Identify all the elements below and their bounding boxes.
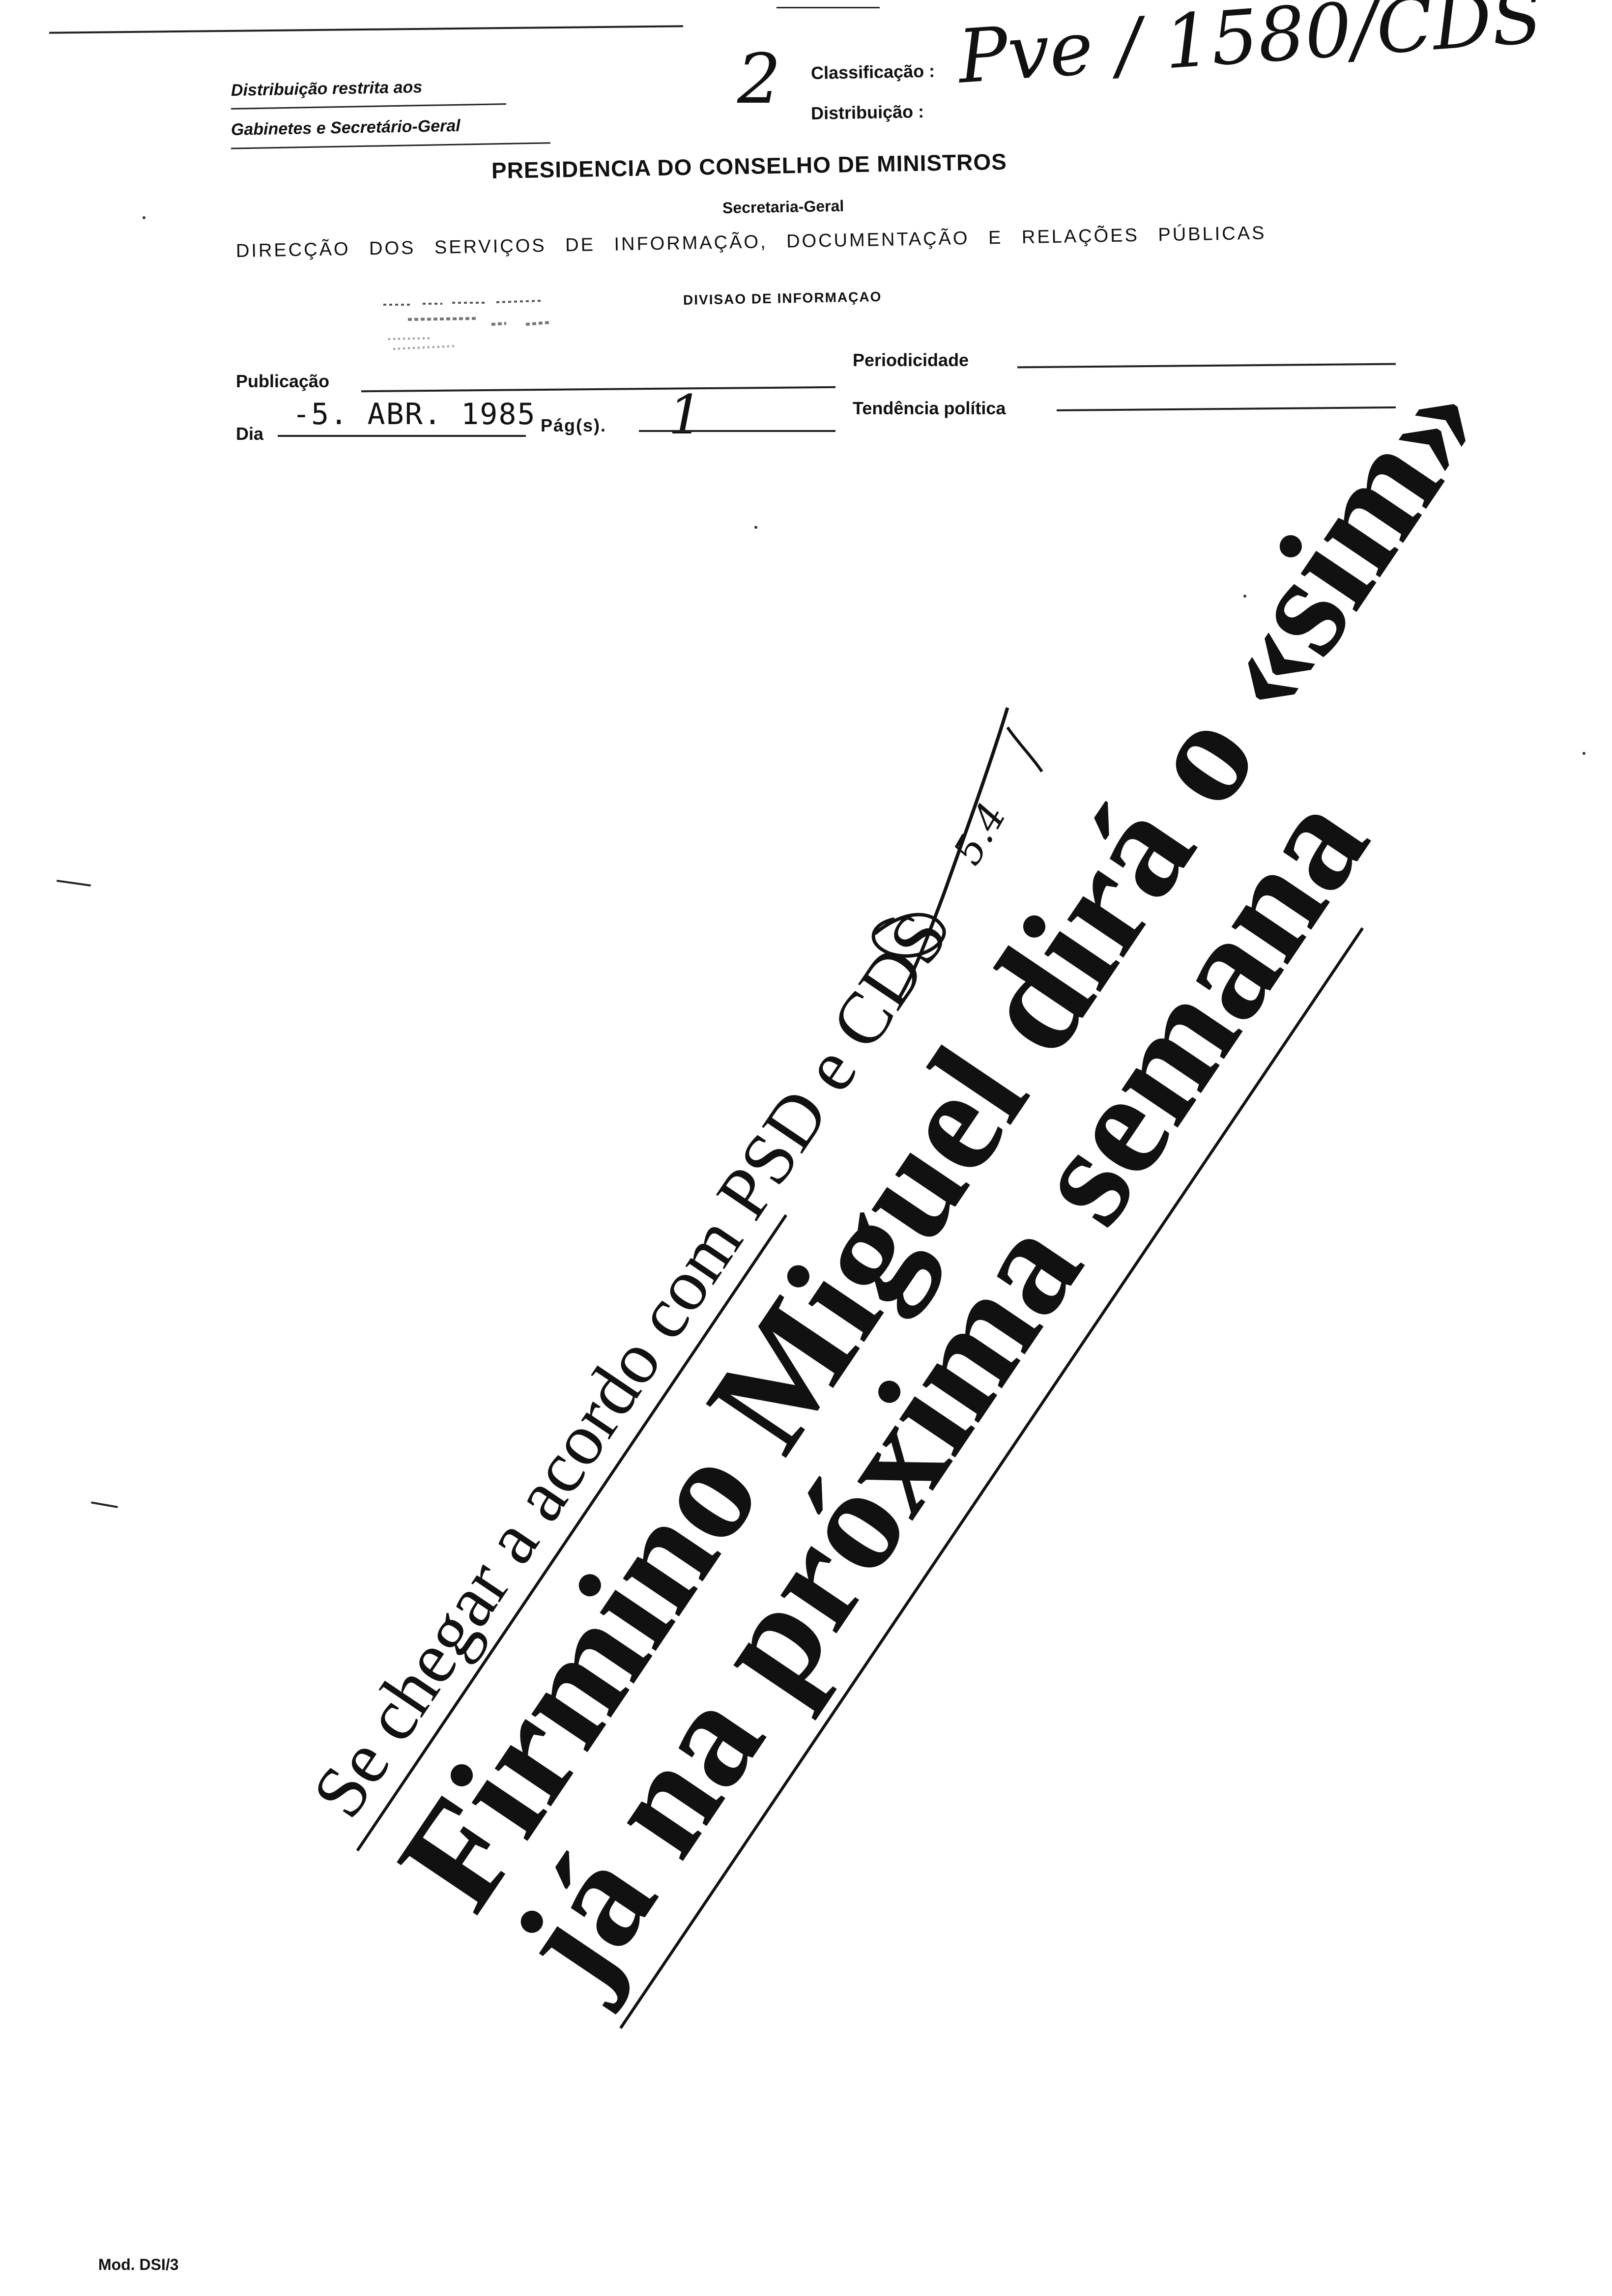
periodicidade-label: Periodicidade [853,350,969,370]
publicacao-line [361,386,835,393]
pags-handwritten-value: 1 [668,383,703,446]
scan-speck [143,216,145,219]
distribution-underline-2 [231,142,550,149]
periodicidade-line [1017,363,1396,369]
publicacao-label: Publicação [236,371,330,391]
pags-line [639,430,835,432]
handwritten-number: 2 [737,39,781,119]
redacted-stamp [378,295,565,359]
directorate-title: DIRECÇÃO DOS SERVIÇOS DE INFORMAÇÃO, DOC… [235,223,1267,261]
dia-label: Dia [236,424,264,444]
distribution-label: Distribuição : [810,101,924,123]
classification-handwritten-value: Pve / 1580/CDS [955,0,1545,100]
form-code: Mod. DSI/3 [98,2256,179,2273]
dia-date-stamp: -5. ABR. 1985 [292,397,536,431]
classification-label: Classificação : [810,60,935,83]
pags-label: Pág(s). [541,415,607,435]
distribution-note-line1: Distribuição restrita aos [230,78,423,100]
dia-line [278,435,526,437]
handwritten-scribble [845,698,1052,1003]
division-title: DIVISAO DE INFORMAÇAO [683,288,882,308]
scan-speck [754,526,757,529]
distribution-underline-1 [231,103,506,110]
headline-block: Se chegar a acordo com PSD e CDS Firmino… [288,344,1514,2029]
distribution-note-line2: Gabinetes e Secretário-Geral [230,116,461,139]
top-rule-right [777,7,880,8]
scan-speck [1243,595,1246,598]
tendencia-label: Tendência política [853,398,1006,418]
top-rule-left [49,25,683,34]
scan-speck [1583,752,1585,755]
scan-mark-left-1 [57,880,91,887]
scan-mark-left-2 [91,1501,118,1508]
secretariat-title: Secretaria-Geral [722,197,844,217]
ministry-title: PRESIDENCIA DO CONSELHO DE MINISTROS [491,148,1008,183]
